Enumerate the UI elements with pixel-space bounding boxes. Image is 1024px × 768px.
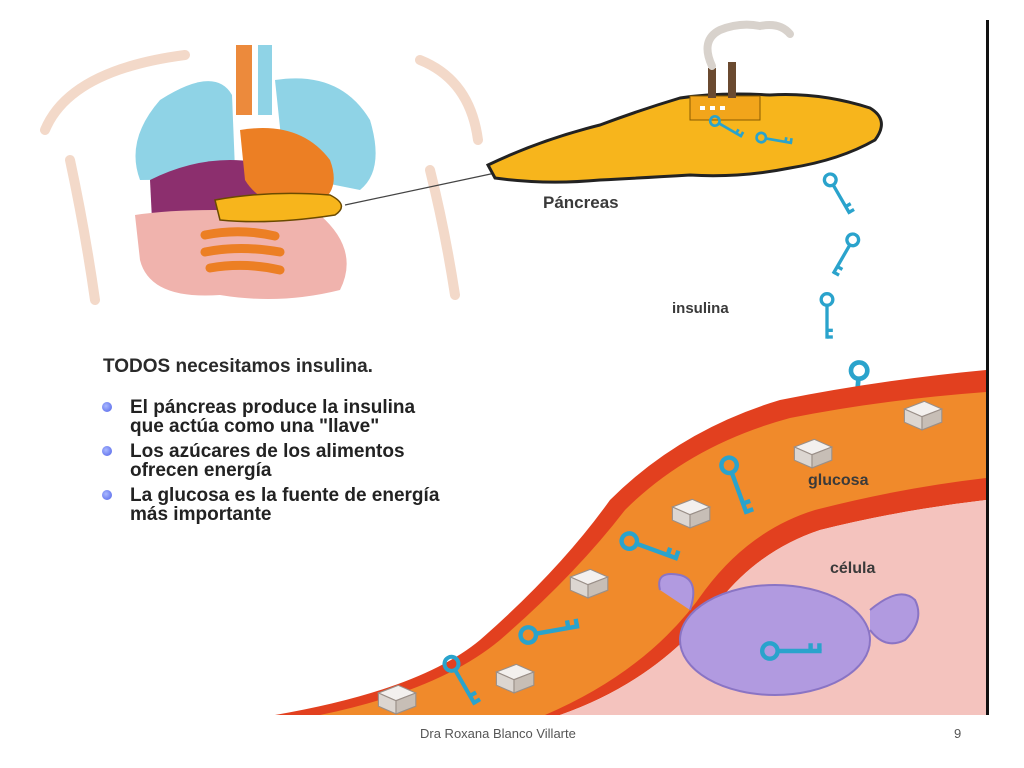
cell bbox=[658, 573, 920, 696]
footer-author: Dra Roxana Blanco Villarte bbox=[420, 726, 576, 741]
bullet-item: Los azúcares de los alimentos ofrecen en… bbox=[100, 442, 439, 480]
bullet-dot-icon bbox=[102, 490, 112, 500]
cell-label: célula bbox=[830, 560, 876, 577]
small-intestine bbox=[200, 227, 285, 275]
bullet-line: más importante bbox=[130, 504, 272, 525]
factory-icon bbox=[689, 20, 794, 121]
glucose-label: glucosa bbox=[808, 472, 869, 489]
right-border-line bbox=[986, 20, 989, 715]
bullet-line: ofrecen energía bbox=[130, 460, 272, 481]
slide-title: TODOS necesitamos insulina. bbox=[103, 356, 373, 377]
bullet-item: La glucosa es la fuente de energía más i… bbox=[100, 486, 439, 524]
bullet-list: El páncreas produce la insulina que actú… bbox=[100, 398, 439, 530]
torso-outline bbox=[40, 50, 483, 305]
bullet-dot-icon bbox=[102, 446, 112, 456]
insulin-label: insulina bbox=[672, 300, 729, 317]
bullet-line: que actúa como una "llave" bbox=[130, 416, 380, 437]
bullet-item: El páncreas produce la insulina que actú… bbox=[100, 398, 439, 436]
trachea bbox=[236, 45, 252, 115]
intestines bbox=[135, 210, 347, 299]
body-pancreas bbox=[214, 192, 343, 223]
esophagus bbox=[258, 45, 272, 115]
bullet-line: Los azúcares de los alimentos bbox=[130, 441, 405, 462]
bullet-line: La glucosa es la fuente de energía bbox=[130, 485, 440, 506]
bullet-dot-icon bbox=[102, 402, 112, 412]
pancreas-label: Páncreas bbox=[543, 193, 619, 212]
pancreas-organ bbox=[485, 92, 883, 184]
stomach bbox=[240, 128, 334, 210]
connector-line bbox=[344, 171, 501, 206]
bullet-line: El páncreas produce la insulina bbox=[130, 397, 416, 418]
page-number: 9 bbox=[954, 726, 962, 741]
